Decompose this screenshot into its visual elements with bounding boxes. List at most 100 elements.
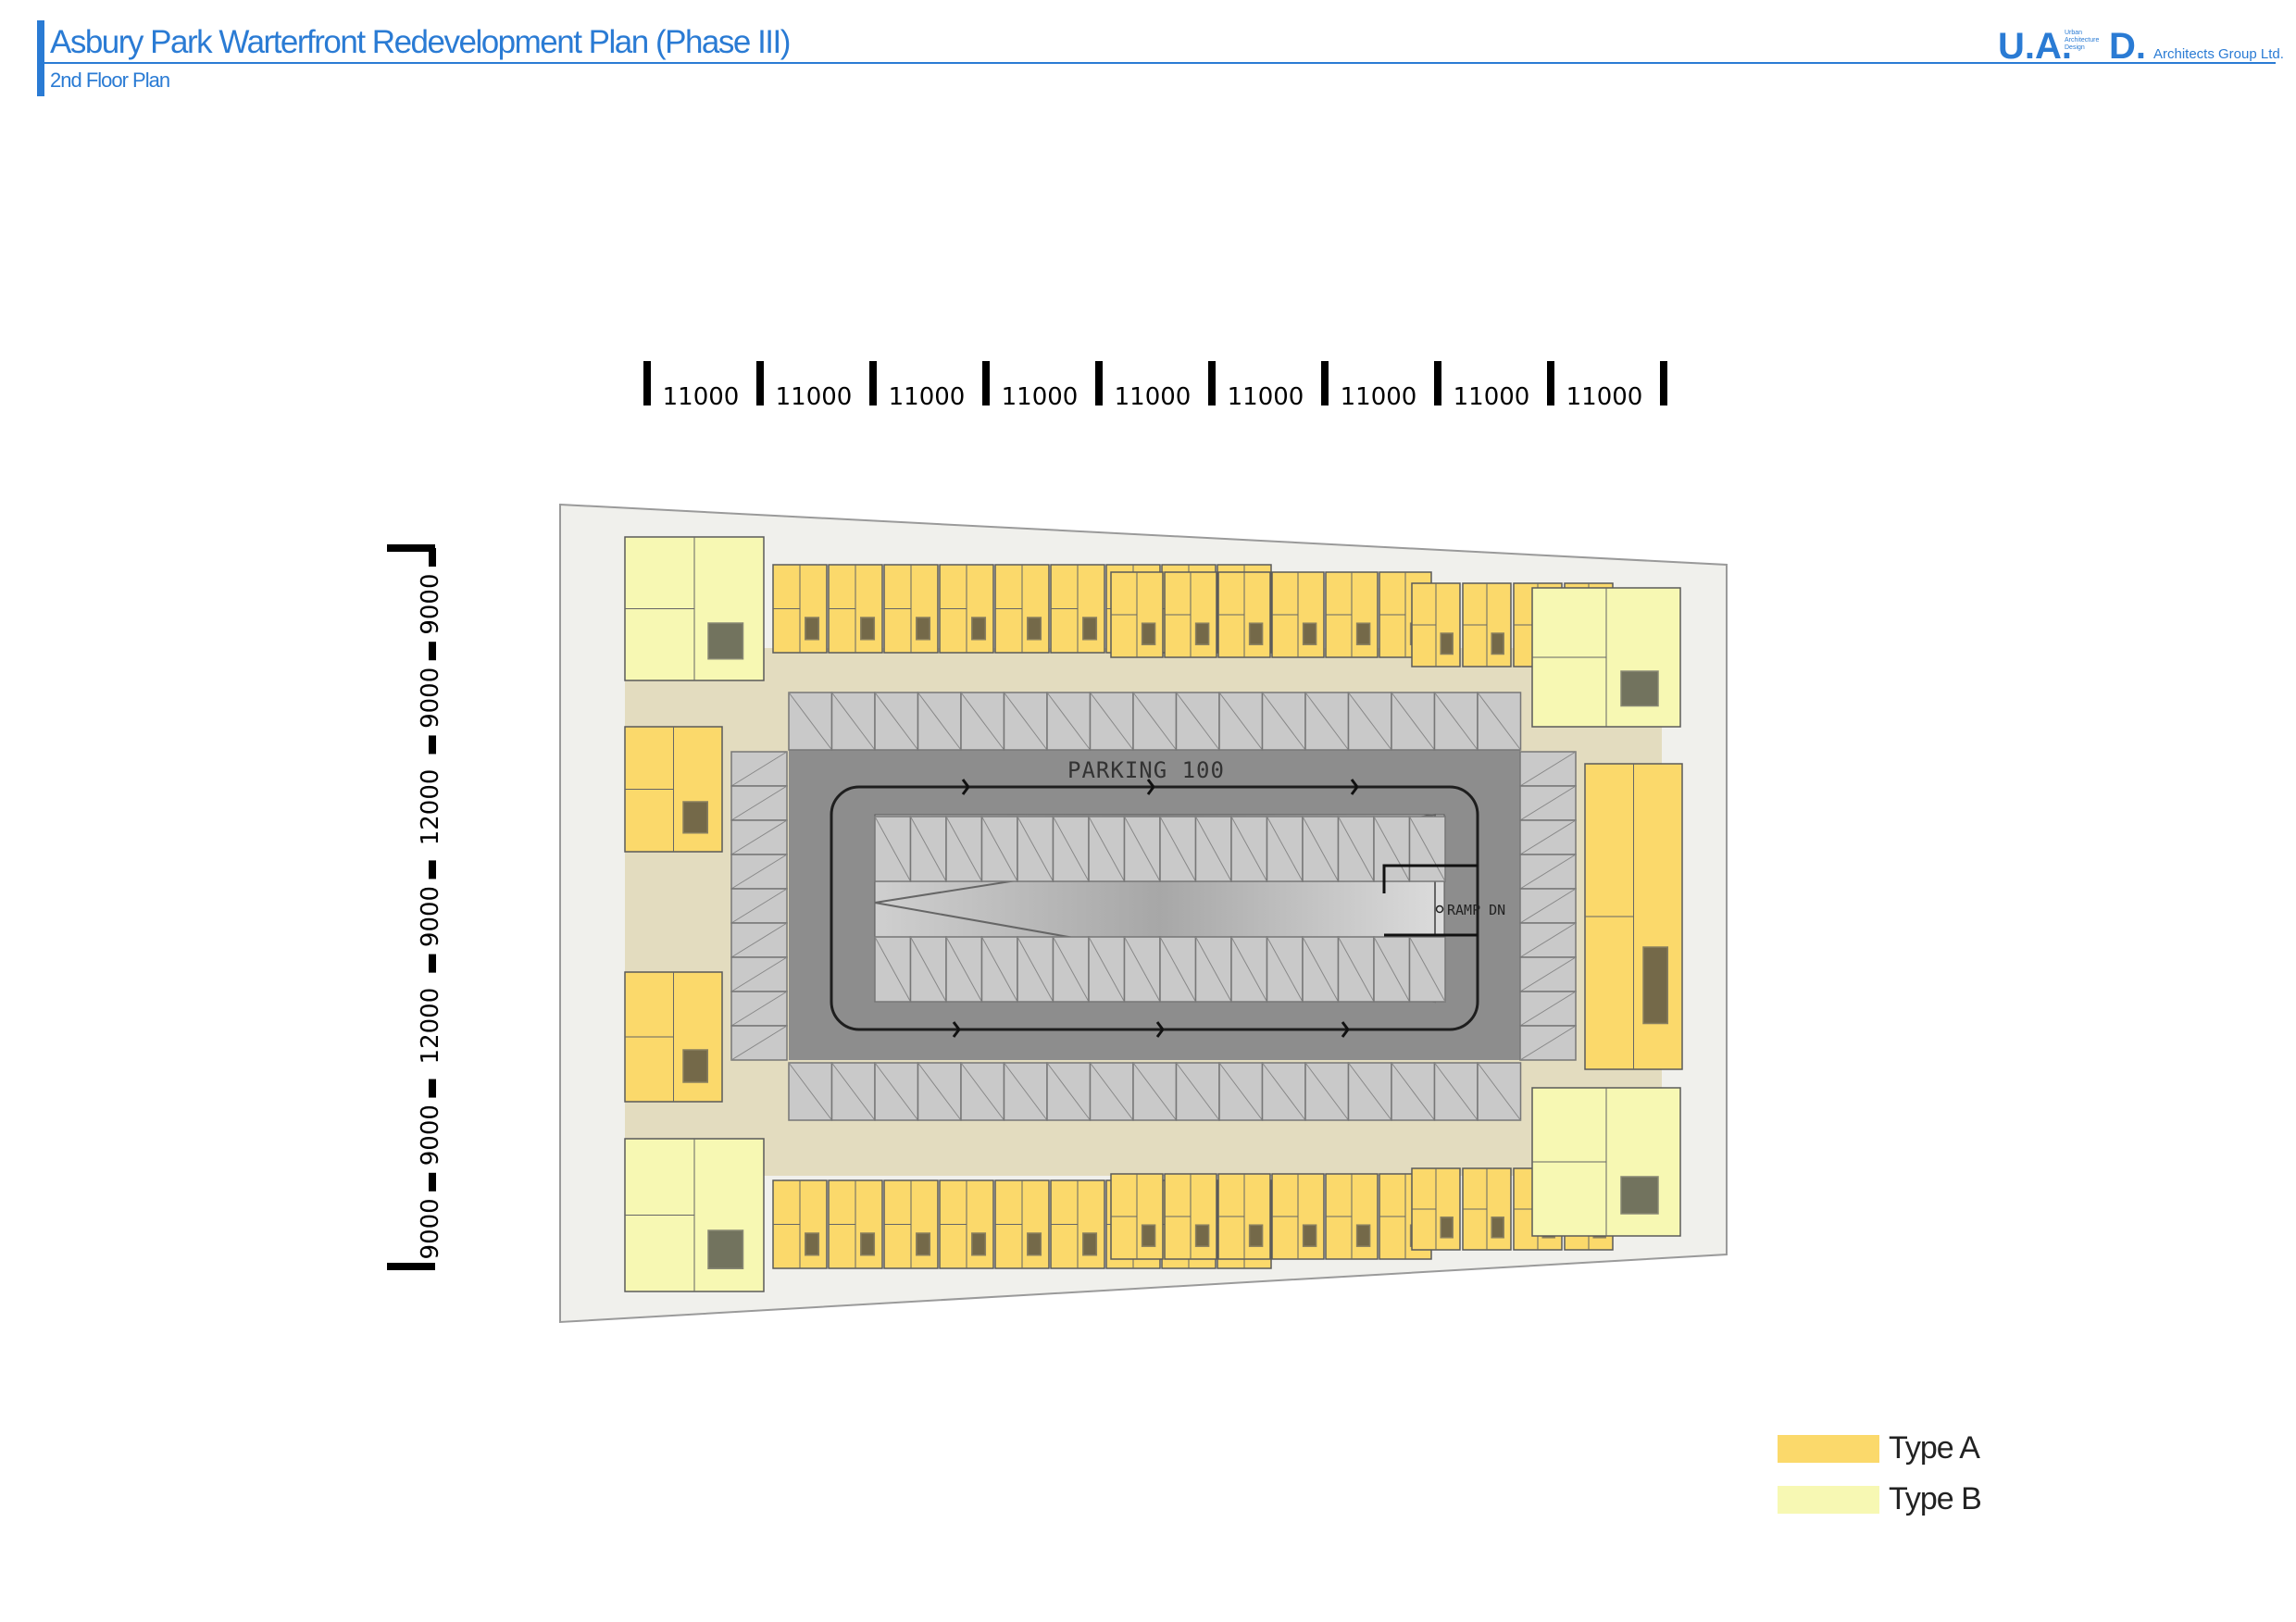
dim-tick — [429, 1079, 436, 1098]
dim-label-v: 9000 — [417, 886, 444, 947]
dim-tick — [1095, 361, 1103, 406]
stall-stripe — [1409, 936, 1446, 1003]
dim-tick — [643, 361, 651, 406]
parking-drive-loop — [830, 785, 1479, 1031]
dim-tick — [982, 361, 990, 406]
stall-stripe — [1124, 936, 1161, 1003]
drive-direction-marks — [952, 779, 1478, 1038]
unit-core — [1027, 617, 1042, 641]
dim-label-h: 11000 — [1454, 383, 1530, 411]
unit-core — [1248, 622, 1264, 645]
stall-stripe — [960, 1062, 1004, 1121]
stall-stripe — [1262, 1062, 1306, 1121]
dim-tick — [429, 642, 436, 661]
direction-arrow — [961, 779, 970, 788]
stall-stripe — [1176, 692, 1220, 751]
stall-stripe — [910, 936, 947, 1003]
dim-tick — [1547, 361, 1554, 406]
unit-core — [707, 622, 744, 660]
dim-tick — [869, 361, 877, 406]
stall-stripe — [1519, 785, 1577, 821]
dim-tick — [387, 544, 435, 552]
stall-stripe — [1218, 692, 1263, 751]
logo-tagline: Architects Group Ltd. — [2153, 46, 2284, 62]
stall-stripe — [730, 956, 788, 992]
unit-core — [916, 617, 931, 641]
dim-label-h: 11000 — [1002, 383, 1079, 411]
direction-arrow — [1155, 1021, 1165, 1030]
dim-tick — [429, 548, 436, 567]
stall-stripe — [1090, 692, 1134, 751]
stall-stripe — [1519, 956, 1577, 992]
stall-stripe — [1338, 936, 1375, 1003]
stall-stripe — [1004, 692, 1048, 751]
stall-stripe — [1391, 1062, 1435, 1121]
dim-tick — [387, 1263, 435, 1270]
dim-label-v: 9000 — [417, 1104, 444, 1166]
stall-stripe — [1218, 1062, 1263, 1121]
direction-arrow — [1350, 779, 1359, 788]
stall-stripe — [1519, 854, 1577, 890]
dim-tick — [429, 1172, 436, 1192]
stall-stripe — [1017, 816, 1054, 882]
unit-core — [1248, 1224, 1264, 1247]
logo-d: D. — [2109, 26, 2146, 67]
stall-stripe — [1132, 1062, 1177, 1121]
stall-stripe — [1267, 936, 1304, 1003]
unit-core — [1302, 1224, 1317, 1247]
unit-core — [1082, 617, 1098, 641]
stall-stripe — [910, 816, 947, 882]
stall-stripe — [730, 888, 788, 924]
direction-arrow — [1341, 1029, 1350, 1038]
stall-stripe — [1519, 922, 1577, 958]
stall-stripe — [730, 751, 788, 787]
ramp-label: RAMP DN — [1447, 902, 1505, 918]
stall-stripe — [1195, 936, 1232, 1003]
stall-stripe — [874, 1062, 918, 1121]
unit-core — [1355, 622, 1371, 645]
stall-stripe — [1477, 692, 1521, 751]
stall-stripe — [1017, 936, 1054, 1003]
direction-arrow — [1350, 786, 1359, 795]
stall-stripe — [1304, 1062, 1349, 1121]
stall-stripe — [1088, 936, 1125, 1003]
stall-stripe — [917, 692, 962, 751]
dim-label-h: 11000 — [1566, 383, 1643, 411]
dim-tick — [756, 361, 764, 406]
legend-swatch-type-b — [1778, 1485, 1879, 1514]
unit-core — [1355, 1224, 1371, 1247]
stall-stripe — [1267, 816, 1304, 882]
stall-stripe — [1053, 936, 1090, 1003]
stall-stripe — [831, 692, 876, 751]
dim-label-h: 11000 — [889, 383, 966, 411]
unit-core — [1642, 946, 1668, 1025]
stall-stripe — [730, 854, 788, 890]
stall-stripe — [1230, 816, 1267, 882]
unit-core — [1027, 1232, 1042, 1256]
stall-stripe — [1176, 1062, 1220, 1121]
stall-stripe — [1088, 816, 1125, 882]
logo-mini-line: Design — [2065, 44, 2085, 51]
stall-stripe — [1477, 1062, 1521, 1121]
stall-stripe — [874, 692, 918, 751]
stall-stripe — [945, 936, 982, 1003]
unit-core — [860, 617, 876, 641]
stall-stripe — [1159, 936, 1196, 1003]
dim-tick — [1660, 361, 1667, 406]
stall-stripe — [1409, 816, 1446, 882]
stall-stripe — [1304, 692, 1349, 751]
stall-stripe — [788, 692, 832, 751]
direction-arrow — [1155, 1029, 1165, 1038]
stall-stripe — [730, 819, 788, 855]
stall-stripe — [1302, 936, 1339, 1003]
legend-label-type-b: Type B — [1889, 1481, 1982, 1516]
ramp-marker — [1435, 905, 1444, 914]
stall-stripe — [1338, 816, 1375, 882]
unit-core — [1491, 632, 1504, 655]
stall-stripe — [1348, 692, 1392, 751]
stall-stripe — [1519, 819, 1577, 855]
parking-stalls — [730, 692, 1577, 1121]
stall-stripe — [1302, 816, 1339, 882]
